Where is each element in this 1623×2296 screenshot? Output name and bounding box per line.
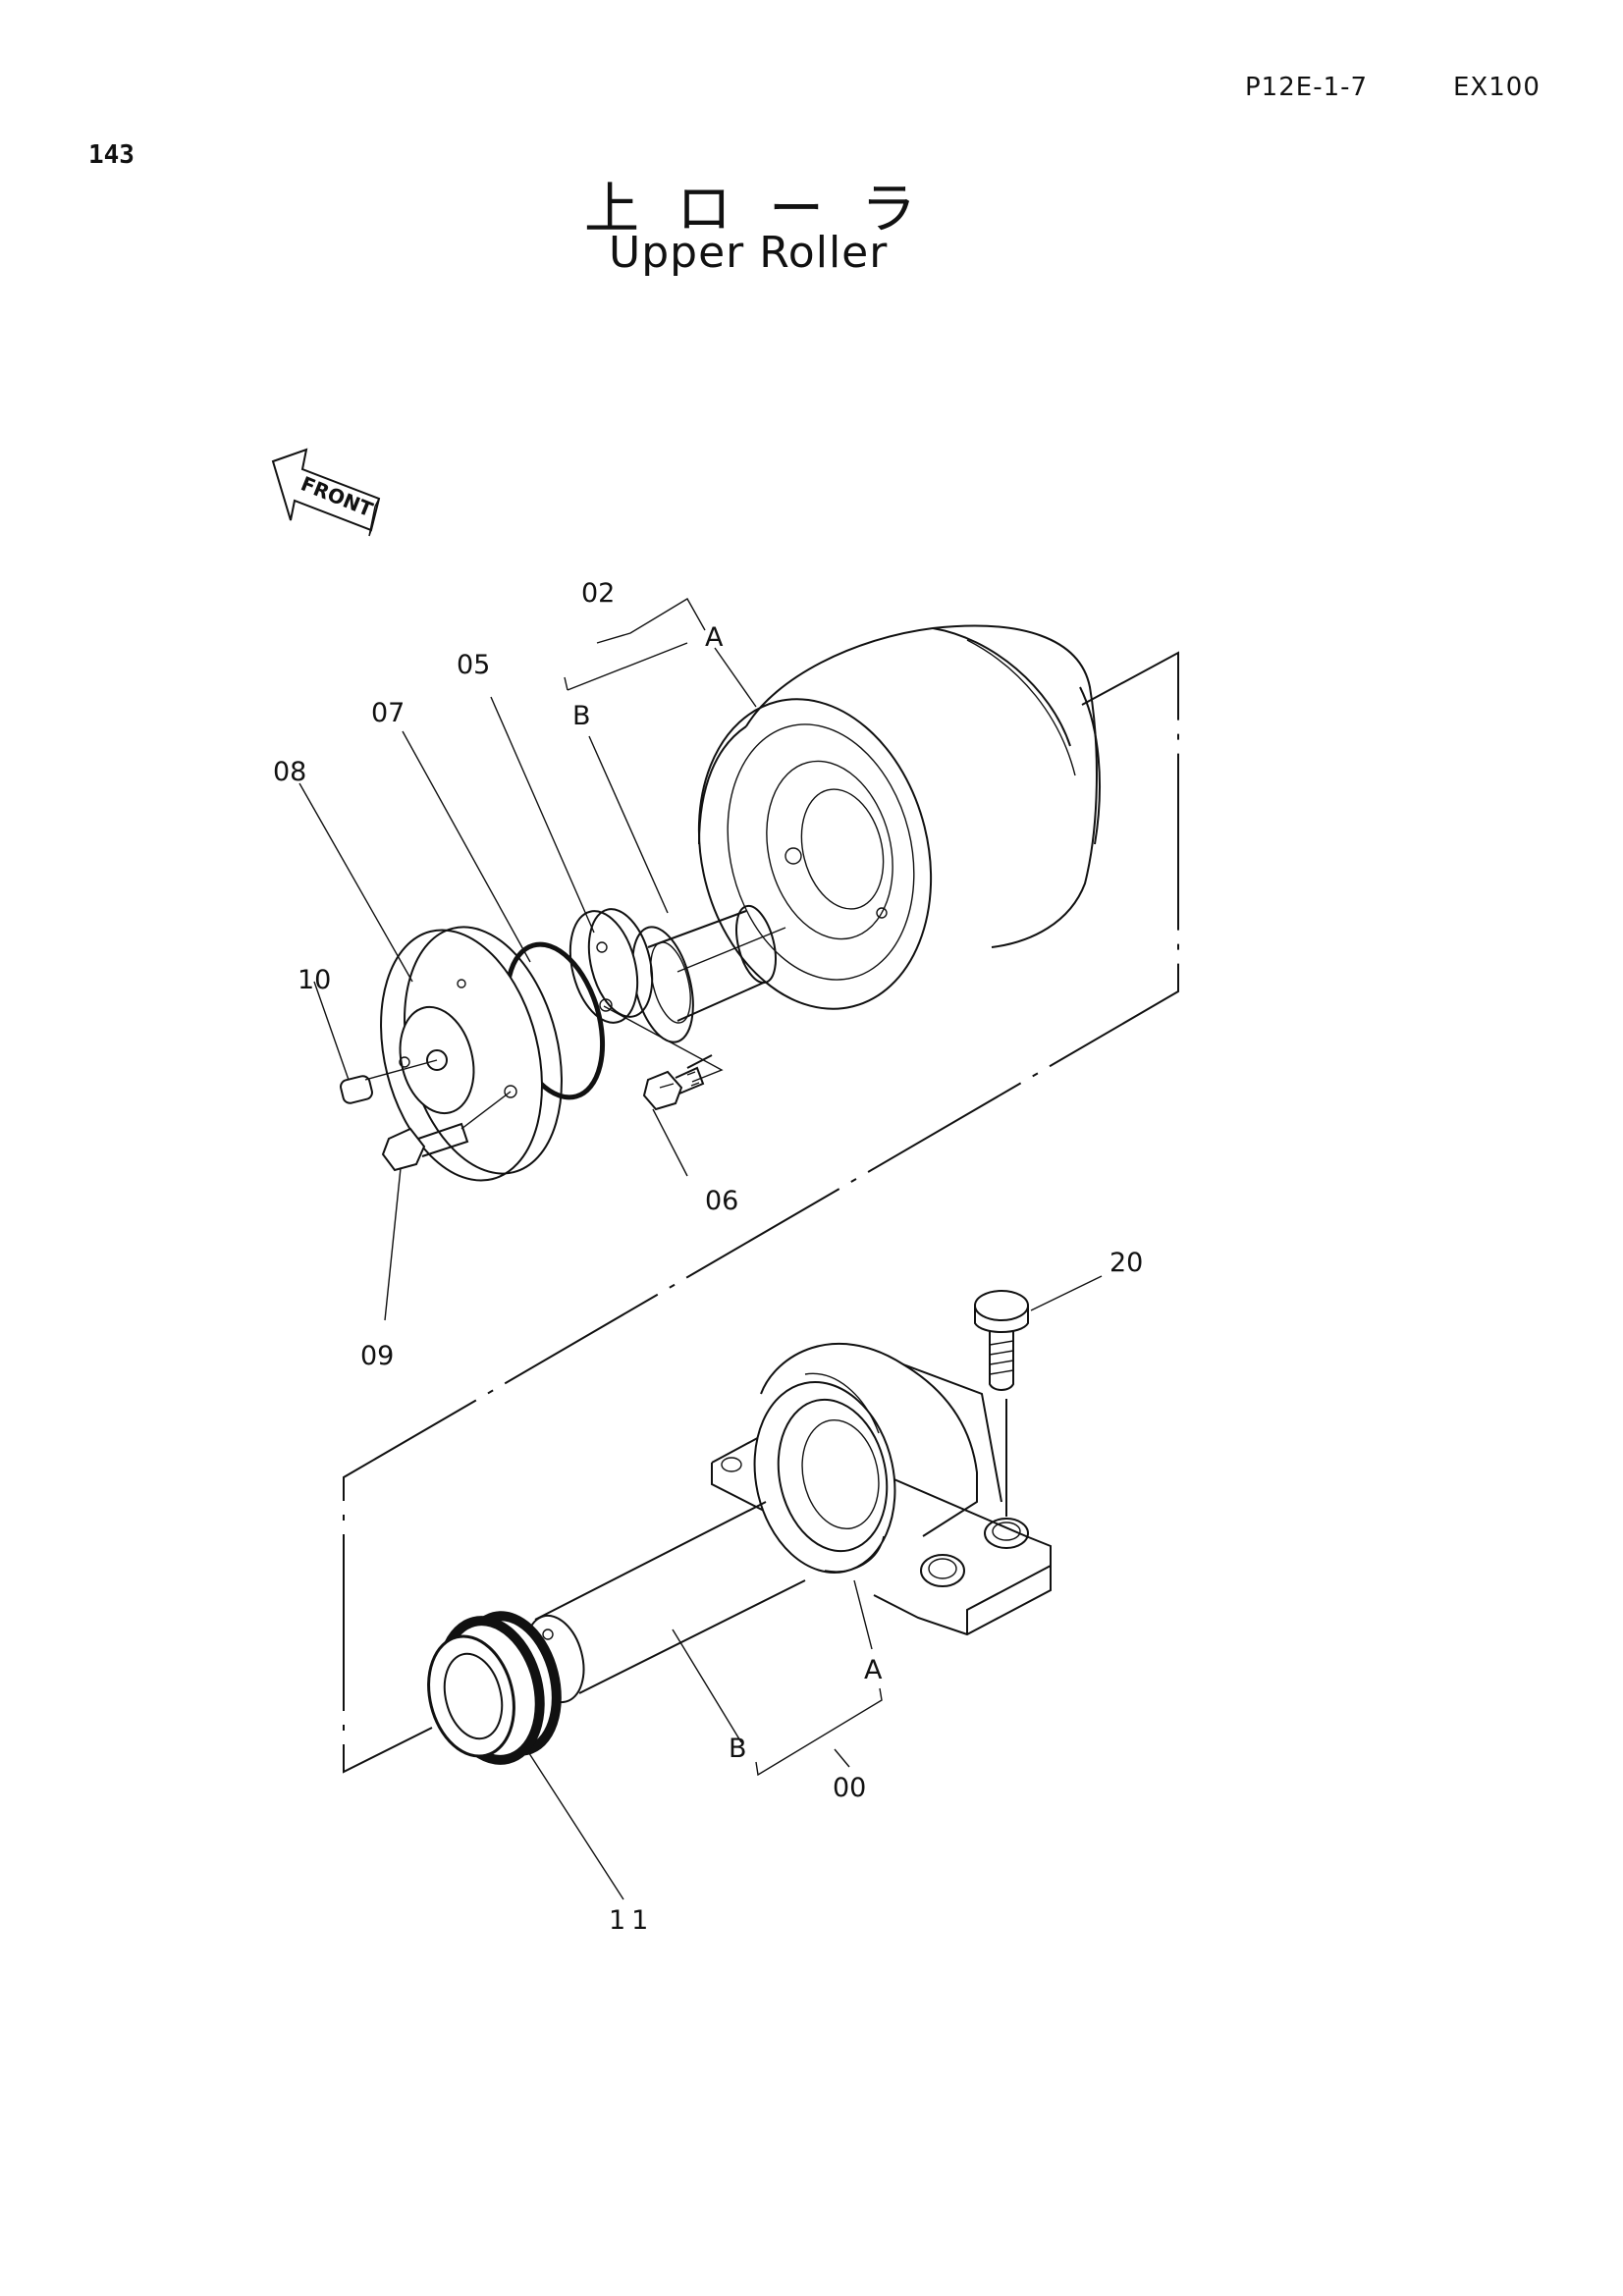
roller-shaft [631, 904, 786, 1043]
callout-05: 05 [457, 650, 490, 680]
callout-11: 11 [609, 1905, 654, 1936]
screw-06 [642, 1066, 705, 1111]
lower-shaft [524, 1501, 806, 1704]
callout-06: 06 [705, 1186, 738, 1216]
catalog-code: P12E-1-7 [1245, 73, 1369, 102]
bolt-09 [381, 1091, 512, 1172]
front-arrow-label: FRONT [298, 471, 376, 521]
callout-b-top: B [572, 701, 591, 731]
bracket-00 [711, 1342, 1052, 1636]
callout-07: 07 [371, 698, 405, 728]
callout-b-bottom: B [729, 1734, 747, 1764]
floating-seal-11 [427, 1611, 562, 1765]
front-arrow-icon: FRONT [271, 448, 381, 537]
page-title-english: Upper Roller [609, 228, 889, 278]
page-number: 143 [88, 140, 135, 170]
alignment-lines [343, 651, 1179, 1774]
leader-lines-upper [298, 598, 757, 1321]
callout-08: 08 [273, 757, 306, 787]
callout-02: 02 [581, 578, 615, 609]
callout-00: 00 [833, 1773, 866, 1803]
callout-a-top: A [705, 622, 724, 653]
callout-09: 09 [360, 1341, 394, 1371]
page-title-japanese: 上ローラ [584, 178, 953, 241]
bolt-20 [974, 1290, 1029, 1517]
roller-drum [697, 624, 1101, 1010]
leader-lines-lower [524, 1275, 1103, 1900]
plug-10 [340, 1059, 438, 1104]
callout-a-bottom: A [864, 1655, 883, 1685]
machine-model: EX100 [1453, 73, 1541, 102]
collar-plate-05 [568, 908, 654, 1024]
callout-20: 20 [1109, 1248, 1143, 1278]
callout-10: 10 [298, 965, 331, 995]
